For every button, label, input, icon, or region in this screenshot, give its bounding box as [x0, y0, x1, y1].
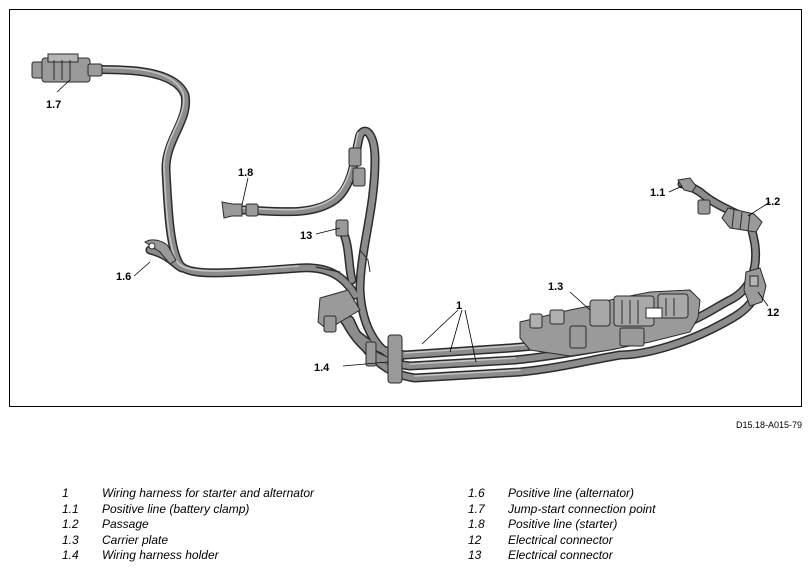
- starter-clips: [348, 147, 366, 187]
- legend-number: 1.1: [62, 501, 79, 516]
- callout-1: 1: [456, 300, 462, 312]
- legend-item: 13 Electrical connector: [468, 548, 655, 564]
- legend-text: Positive line (starter): [508, 517, 618, 532]
- legend-text: Electrical connector: [508, 548, 613, 563]
- callout-13: 13: [300, 230, 312, 242]
- alternator-bracket: [144, 239, 177, 265]
- legend-number: 1.8: [468, 517, 485, 532]
- callout-1-1: 1.1: [650, 187, 665, 199]
- callout-1-3: 1.3: [548, 281, 563, 293]
- legend-number: 1.4: [62, 548, 79, 563]
- electrical-connector-13: [315, 219, 371, 273]
- legend-left-column: 1 Wiring harness for starter and alterna…: [62, 486, 314, 564]
- legend-item: 1.3 Carrier plate: [62, 533, 314, 549]
- callout-1-4: 1.4: [314, 362, 330, 374]
- legend-number: 1.2: [62, 517, 79, 532]
- battery-clamp-terminal: [677, 177, 711, 215]
- starter-terminal: [221, 201, 259, 219]
- legend-item: 1.7 Jump-start connection point: [468, 502, 655, 518]
- legend-number: 1: [62, 486, 69, 500]
- legend-item: 1.4 Wiring harness holder: [62, 548, 314, 564]
- callout-1-7: 1.7: [46, 99, 61, 111]
- legend-item: 12 Electrical connector: [468, 533, 655, 549]
- legend-text: Jump-start connection point: [508, 501, 656, 516]
- legend-text: Carrier plate: [102, 532, 169, 547]
- callout-1-8: 1.8: [238, 167, 253, 179]
- legend-number: 1.7: [468, 501, 485, 516]
- legend-item: 1.8 Positive line (starter): [468, 517, 655, 533]
- leader-lines: [56, 79, 771, 367]
- legend-item: 1.2 Passage: [62, 517, 314, 533]
- legend-text: Positive line (battery clamp): [102, 501, 250, 516]
- legend-number: 1.3: [62, 532, 79, 547]
- legend-text: Passage: [102, 517, 149, 532]
- harness-drawing: 1.7 1.8 13 1.6 1 1.3 1.4 1.1 1.2 12: [31, 53, 780, 384]
- legend-number: 13: [468, 548, 482, 563]
- legend-item: 1 Wiring harness for starter and alterna…: [62, 486, 314, 502]
- wiring-harness-holders: [317, 289, 403, 384]
- legend-text: Wiring harness for starter and alternato…: [102, 486, 314, 500]
- carrier-plate: [519, 289, 701, 357]
- legend-number: 1.6: [468, 486, 485, 500]
- legend-text: Positive line (alternator): [508, 486, 635, 500]
- legend-item: 1.1 Positive line (battery clamp): [62, 502, 314, 518]
- jump-start-connection-point: [31, 53, 103, 83]
- legend-text: Electrical connector: [508, 532, 613, 547]
- legend-item: 1.6 Positive line (alternator): [468, 486, 655, 502]
- legend-right-column: 1.6 Positive line (alternator) 1.7 Jump-…: [468, 486, 655, 564]
- callout-1-2: 1.2: [765, 196, 780, 208]
- passage-grommet: [721, 207, 763, 233]
- legend-number: 12: [468, 532, 482, 547]
- harness-illustration: 1.7 1.8 13 1.6 1 1.3 1.4 1.1 1.2 12: [9, 9, 802, 407]
- legend-text: Wiring harness holder: [102, 548, 219, 563]
- figure-code: D15.18-A015-79: [735, 420, 802, 430]
- callout-12: 12: [767, 307, 779, 319]
- callout-1-6: 1.6: [116, 271, 131, 283]
- electrical-connector-12: [743, 267, 767, 307]
